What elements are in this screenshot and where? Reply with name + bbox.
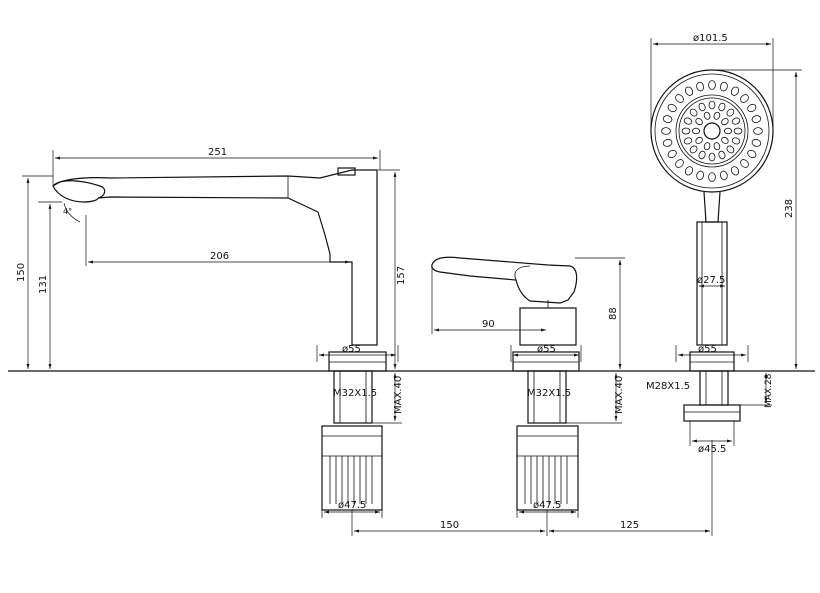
shower-nut (683, 404, 741, 422)
shower-nozzle (689, 108, 698, 117)
shower-nozzle (733, 127, 743, 135)
dim-spout-length: 251 (208, 147, 227, 158)
mixer-lever (431, 256, 578, 304)
shower-nozzle (698, 150, 706, 160)
dim-centers-spout-mixer: 150 (440, 520, 459, 531)
dim-shower-thread: M28X1.5 (646, 381, 690, 392)
dim-mixer-max-deck: MAX.40 (614, 376, 625, 414)
shower-nozzle (703, 142, 711, 151)
shower-nozzle (751, 139, 762, 147)
shower-nozzle (675, 94, 684, 103)
dim-mixer-lever-length: 90 (482, 319, 495, 330)
dim-spout-base-dia: ø55 (342, 344, 361, 355)
shower-nozzle (667, 149, 677, 159)
shower-head-center (703, 122, 721, 140)
mixer-body (519, 307, 577, 346)
dim-shower-head-dia: ø101.5 (693, 33, 728, 44)
dim-mixer-thread: M32X1.5 (527, 388, 571, 399)
spout-nut-ribs (329, 456, 373, 504)
dim-spout-thread: M32X1.5 (333, 388, 377, 399)
shower-nozzles (661, 80, 763, 182)
dim-centers-mixer-shower: 125 (620, 520, 639, 531)
shower-nozzle (740, 94, 749, 103)
shower-nozzle (692, 127, 701, 135)
spout-top-cap (337, 167, 356, 176)
shower-head-outer (650, 69, 774, 193)
shower-nozzle (740, 159, 749, 168)
dim-shower-handle-dia: ø27.5 (697, 275, 725, 286)
shower-nozzle (747, 103, 757, 113)
spout-nut (321, 425, 383, 511)
dim-spout-height-total: 150 (16, 263, 27, 282)
dim-shower-nut-dia: ø45.5 (698, 444, 726, 455)
shower-nozzle (689, 145, 698, 154)
shower-nozzle (681, 127, 691, 135)
shower-nozzle (683, 137, 693, 145)
shower-nozzle (708, 172, 716, 182)
dim-spout-reach: 206 (210, 251, 229, 262)
shower-nozzle (721, 136, 729, 144)
spout-body (52, 169, 378, 346)
spout-tip (52, 185, 99, 203)
shower-nozzle (683, 117, 693, 125)
shower-nozzle (713, 111, 721, 120)
shower-nozzle (684, 86, 694, 96)
shower-neck (703, 191, 721, 223)
shower-nozzle (751, 115, 762, 123)
shower-nozzle (720, 81, 728, 92)
shower-nozzle (731, 137, 741, 145)
shower-nozzle (721, 118, 729, 126)
shower-nozzle (695, 118, 703, 126)
shower-nozzle (698, 102, 706, 112)
mixer-shank (527, 370, 567, 424)
shower-nozzle (708, 152, 716, 162)
mixer-nut (516, 425, 579, 511)
dim-shower-base-dia: ø55 (698, 344, 717, 355)
dim-mixer-nut-dia: ø47.5 (533, 500, 561, 511)
dim-shower-max-deck: MAX.28 (764, 373, 774, 408)
shower-nozzle (723, 127, 732, 135)
shower-nozzle (703, 111, 711, 120)
shower-nozzle (726, 108, 735, 117)
shower-nozzle (662, 139, 673, 147)
dim-mixer-height: 88 (608, 307, 619, 320)
shower-nozzle (708, 100, 716, 110)
shower-shank (699, 370, 729, 406)
shower-nozzle (684, 166, 694, 176)
shower-nozzle (661, 127, 671, 135)
shower-nozzle (747, 149, 757, 159)
dim-shower-total-height: 238 (784, 199, 795, 218)
dim-spout-nut-dia: ø47.5 (338, 500, 366, 511)
shower-nozzle (730, 166, 740, 176)
shower-handle (696, 221, 728, 346)
shower-nozzle (695, 136, 703, 144)
shower-nozzle (696, 170, 704, 181)
shower-nozzle (720, 170, 728, 181)
shower-nozzle (675, 159, 684, 168)
dim-spout-angle: 4° (63, 207, 72, 216)
shower-nozzle (713, 142, 721, 151)
mixer-assembly (431, 256, 580, 511)
shower-nozzle (662, 115, 673, 123)
spout-shank (333, 370, 373, 424)
shower-nozzle (753, 127, 763, 135)
shower-nozzle (731, 117, 741, 125)
shower-nozzle (730, 86, 740, 96)
shower-nozzle (726, 145, 735, 154)
spout-assembly (52, 167, 387, 511)
mixer-nut-ribs (524, 456, 568, 504)
shower-nozzle (667, 103, 677, 113)
dim-mixer-base-dia: ø55 (537, 344, 556, 355)
shower-nozzle (718, 102, 726, 112)
shower-nozzle (696, 81, 704, 92)
shower-nozzle (708, 80, 716, 90)
dim-spout-outlet-height: 131 (38, 275, 49, 294)
dim-spout-body-height: 157 (396, 266, 407, 285)
shower-assembly (650, 69, 774, 422)
shower-nozzle (718, 150, 726, 160)
dim-spout-max-deck: MAX.40 (393, 376, 404, 414)
